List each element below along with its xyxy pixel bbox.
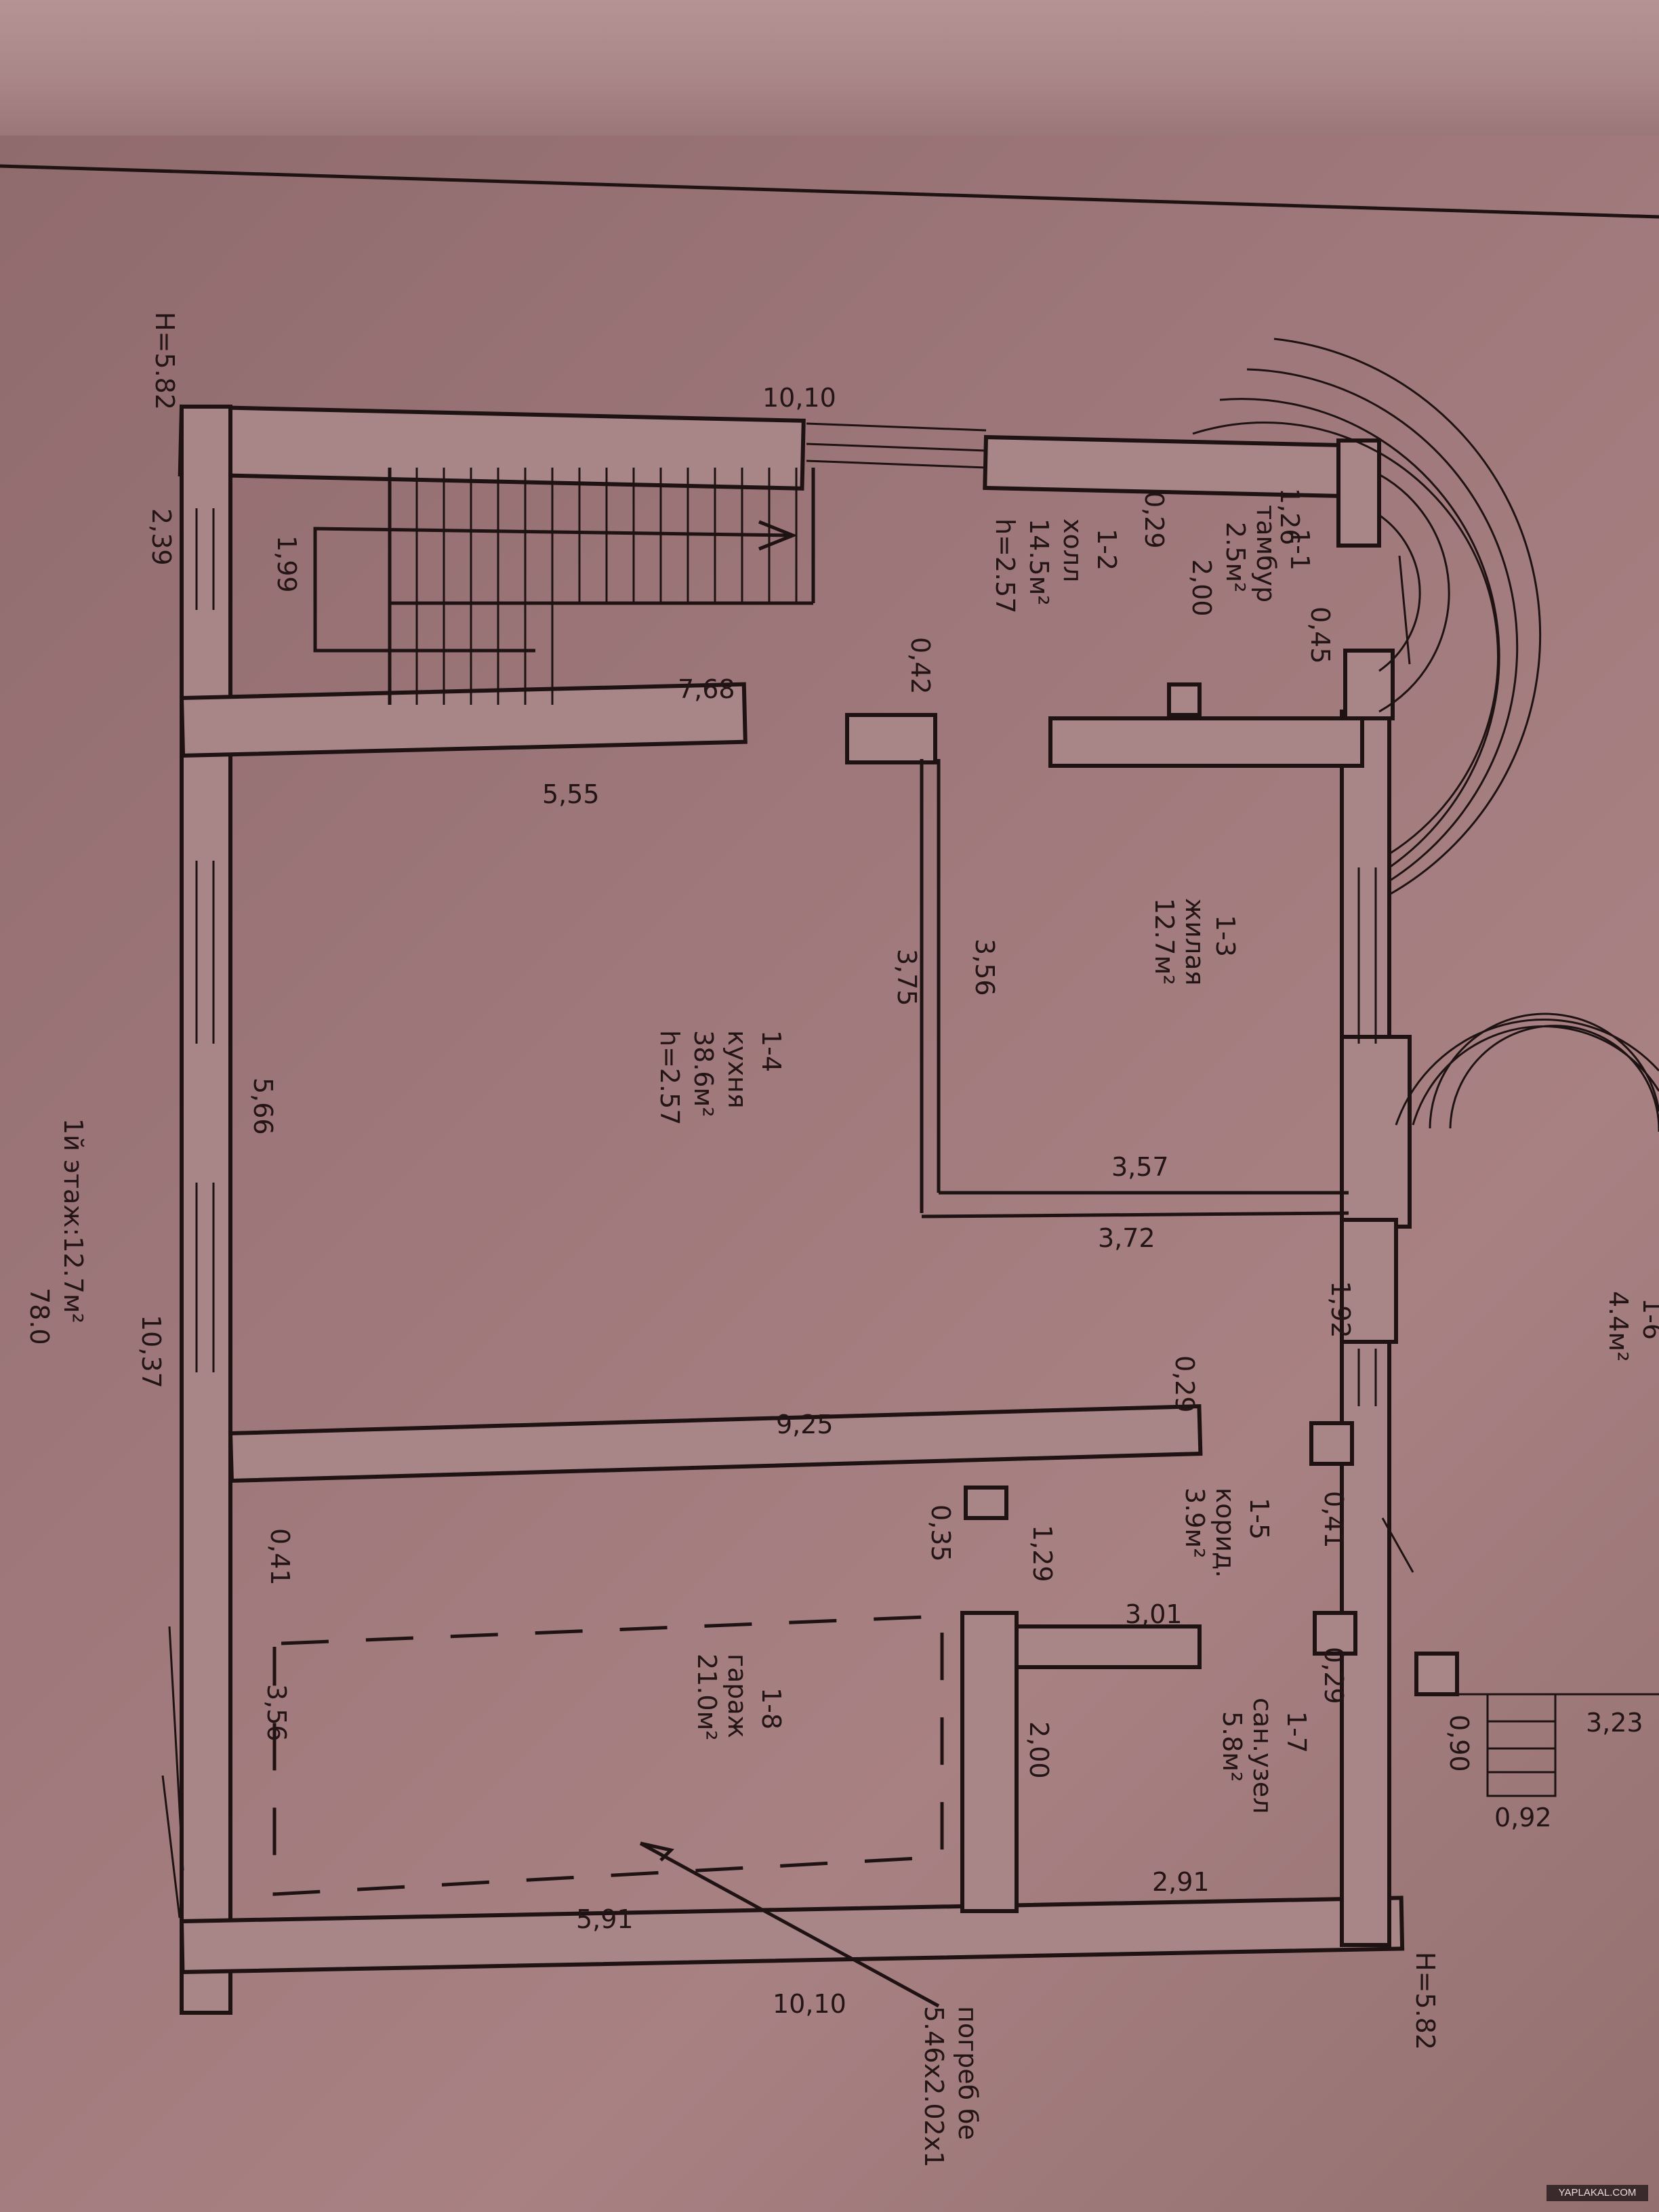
dim-1-99: 1,99 xyxy=(272,535,302,593)
room-1-4-area: 38.6м² xyxy=(689,1030,718,1118)
cellar-leader xyxy=(639,1841,940,2008)
footer-line-2: 78.0 xyxy=(24,1288,54,1345)
room-1-4-name: кухня xyxy=(722,1030,752,1109)
wall-bath-top xyxy=(1015,1624,1202,1669)
dim-3-72: 3,72 xyxy=(1098,1223,1155,1253)
wall-small-block-2 xyxy=(1313,1611,1357,1656)
sheet-border-line xyxy=(0,164,1659,219)
dim-0-29-top: 0,29 xyxy=(1139,491,1169,549)
room-1-8-name: гараж xyxy=(722,1654,752,1738)
dim-9-25: 9,25 xyxy=(776,1410,834,1439)
wall-door-jamb xyxy=(1343,649,1395,720)
wall-kitchen-top xyxy=(179,682,747,758)
wall-right-bump-1 xyxy=(1340,1035,1412,1229)
room-1-5-name: корид. xyxy=(1210,1488,1240,1578)
cellar-arrow xyxy=(640,1841,674,1862)
dim-10-37: 10,37 xyxy=(136,1315,166,1389)
dim-3-56-mid: 3,56 xyxy=(970,939,1000,996)
staircase xyxy=(313,468,815,705)
wall-left xyxy=(180,405,232,2015)
dim-0-41-right: 0,41 xyxy=(1319,1491,1349,1549)
room-labels: 1-1 тамбур 2.5м² 1-2 холл 14.5м² h=2.57 … xyxy=(24,312,1659,2167)
dim-7-68: 7,68 xyxy=(678,674,735,704)
room-1-3-name: жилая xyxy=(1180,898,1210,985)
dim-10-10-top: 10,10 xyxy=(762,383,836,413)
dimension-labels-horizontal: 10,10 7,68 5,55 3,57 3,72 9,25 3,01 5,91… xyxy=(542,383,1643,2019)
dim-0-92: 0,92 xyxy=(1494,1803,1552,1832)
wall-vestibule-corner xyxy=(1336,438,1381,548)
room-1-6-area: 4.4м² xyxy=(1603,1291,1633,1361)
dim-3-01: 3,01 xyxy=(1125,1599,1183,1629)
wall-top-right xyxy=(983,434,1381,499)
wall-top-left xyxy=(178,404,806,491)
room-1-3-id: 1-3 xyxy=(1210,915,1240,957)
room-1-7-area: 5.8м² xyxy=(1217,1711,1247,1782)
room-1-2-id: 1-2 xyxy=(1092,529,1122,571)
dim-2-91: 2,91 xyxy=(1152,1867,1210,1897)
dim-1-92: 1,92 xyxy=(1326,1281,1355,1338)
room-1-4-height: h=2.57 xyxy=(655,1030,684,1126)
room-1-2-name: холл xyxy=(1058,518,1088,582)
height-mark-left: H=5.82 xyxy=(150,312,180,410)
cellar-size: 5.46х2.02х1 xyxy=(919,2006,949,2167)
room-1-4-id: 1-4 xyxy=(756,1030,786,1072)
dim-5-55: 5,55 xyxy=(542,779,600,809)
dim-10-10-bottom: 10,10 xyxy=(773,1989,846,2019)
dim-0-90: 0,90 xyxy=(1444,1715,1474,1772)
dim-0-29-mid: 0,29 xyxy=(1170,1355,1200,1413)
room-1-1-id: 1-1 xyxy=(1285,529,1315,571)
photo-top-edge xyxy=(0,0,1659,136)
dim-0-29-bath: 0,29 xyxy=(1319,1647,1349,1704)
wall-small-block xyxy=(1309,1421,1354,1466)
room-1-6-id: 1-6 xyxy=(1637,1298,1659,1340)
dim-3-75: 3,75 xyxy=(892,949,922,1006)
dim-0-35: 0,35 xyxy=(926,1504,956,1562)
dim-0-41-left: 0,41 xyxy=(265,1528,295,1586)
height-mark-right: H=5.82 xyxy=(1410,1952,1440,2050)
wall-right-bump-2 xyxy=(1340,1218,1398,1344)
dim-3-57: 3,57 xyxy=(1111,1152,1169,1182)
side-steps xyxy=(1414,1652,1659,1797)
room-1-7-name: сан.узел xyxy=(1248,1698,1277,1814)
room-1-2-height: h=2.57 xyxy=(990,518,1020,614)
walls xyxy=(178,404,1412,2015)
room-1-8-area: 21.0м² xyxy=(692,1654,722,1741)
dim-2-00-bath: 2,00 xyxy=(1024,1721,1054,1779)
room-1-5-id: 1-5 xyxy=(1244,1498,1274,1540)
column-block xyxy=(964,1486,1008,1520)
wall-kitchen-bottom xyxy=(228,1404,1203,1483)
dim-2-39: 2,39 xyxy=(146,508,176,566)
room-1-1-area: 2.5м² xyxy=(1221,522,1250,592)
room-1-2-area: 14.5м² xyxy=(1024,518,1054,606)
dim-5-66: 5,66 xyxy=(248,1078,278,1135)
room-1-3-area: 12.7м² xyxy=(1149,898,1179,985)
room-1-8-id: 1-8 xyxy=(756,1687,786,1729)
room-1-7-id: 1-7 xyxy=(1282,1711,1311,1753)
dim-3-56-garage: 3,56 xyxy=(262,1684,291,1742)
chimney-block xyxy=(1167,682,1202,717)
footer-line-1: 1й этаж:12.7м² xyxy=(58,1118,88,1324)
wall-garage-right xyxy=(960,1611,1019,1913)
dim-1-29: 1,29 xyxy=(1027,1525,1057,1582)
entrance-steps-side xyxy=(1395,1012,1659,1132)
pier-hall xyxy=(845,713,937,764)
dim-2-00-top: 2,00 xyxy=(1187,559,1216,617)
windows xyxy=(195,422,1377,1406)
wall-living-top xyxy=(1048,716,1364,768)
wall-bottom xyxy=(179,1896,1405,1975)
dim-3-23: 3,23 xyxy=(1586,1708,1643,1738)
room-1-1-name: тамбур xyxy=(1251,505,1281,602)
partition-bottom xyxy=(921,1211,1349,1218)
room-1-5-area: 3.9м² xyxy=(1180,1488,1210,1558)
entrance-steps-top xyxy=(1192,337,1542,896)
dim-1-26: 1,26 xyxy=(1275,488,1305,546)
cellar-label: погреб бе xyxy=(953,2006,983,2140)
dim-5-91: 5,91 xyxy=(576,1904,634,1934)
garage-outline xyxy=(272,1614,944,1896)
dim-0-45: 0,45 xyxy=(1305,607,1335,664)
watermark: YAPLAKAL.COM xyxy=(1547,2185,1648,2201)
dim-0-42: 0,42 xyxy=(905,637,935,695)
